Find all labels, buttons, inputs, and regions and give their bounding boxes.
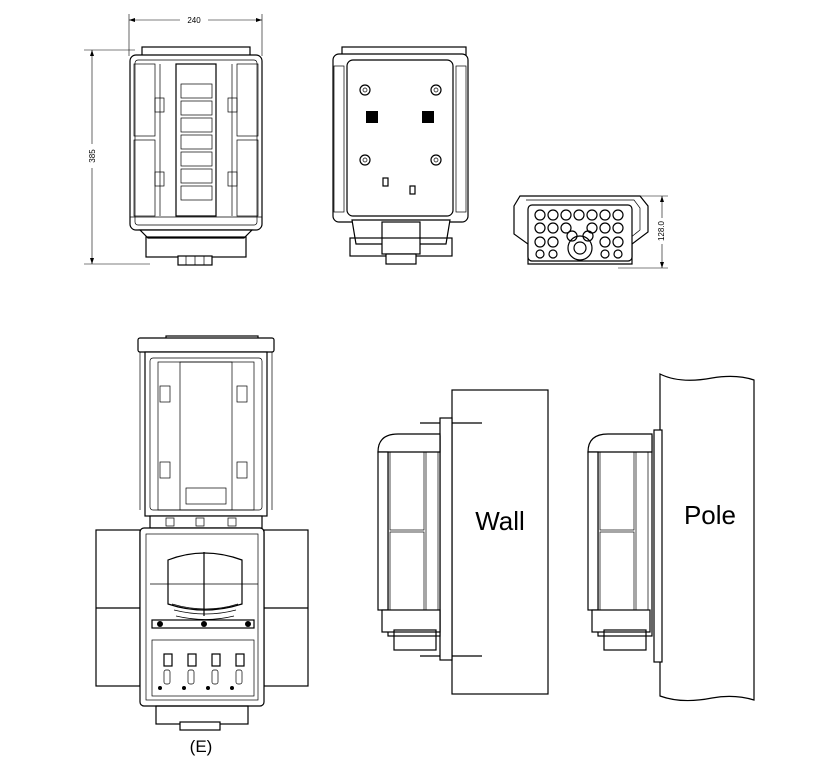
- pole-mount-view: Pole: [587, 373, 755, 702]
- width-dimension-label: 240: [187, 16, 201, 25]
- back-view: [332, 46, 469, 265]
- wall-mount-view: Wall: [377, 389, 549, 695]
- width-dimension: 240: [128, 14, 263, 56]
- port-label: (E): [190, 737, 213, 756]
- front-view: 240 385: [84, 14, 263, 266]
- depth-dimension-label: 128.0: [657, 220, 666, 241]
- open-view: (E): [95, 335, 309, 756]
- bottom-view: 128.0: [513, 195, 668, 269]
- height-dimension: 385: [84, 49, 150, 265]
- pole-label: Pole: [684, 500, 736, 530]
- height-dimension-label: 385: [88, 149, 97, 163]
- wall-label: Wall: [475, 506, 525, 536]
